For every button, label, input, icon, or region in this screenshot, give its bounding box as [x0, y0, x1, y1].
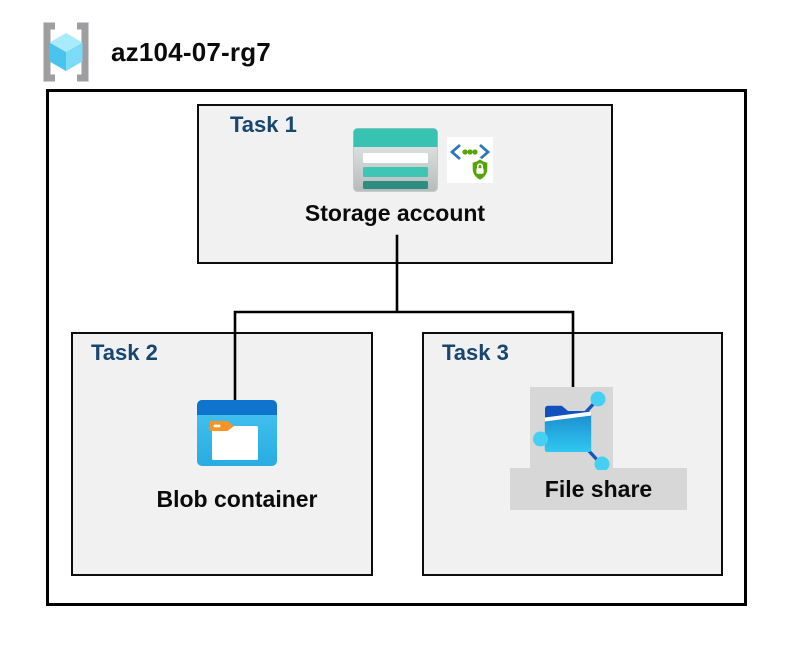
task-2-box: Task 2 Blob container — [71, 332, 373, 576]
storage-account-icon — [353, 128, 438, 192]
task-1-box: Task 1 — [197, 104, 613, 264]
file-share-label: File share — [510, 468, 687, 510]
sas-security-icon — [447, 137, 493, 183]
task-2-label: Task 2 — [91, 340, 158, 365]
blob-container-icon — [197, 400, 277, 466]
storage-account-label: Storage account — [304, 200, 486, 226]
file-share-icon — [530, 387, 613, 472]
blob-container-label: Blob container — [156, 486, 318, 512]
task-1-label: Task 1 — [230, 112, 297, 137]
resource-group-title: az104-07-rg7 — [111, 37, 271, 67]
task-3-label: Task 3 — [442, 340, 509, 365]
task-3-box: Task 3 File share — [422, 332, 723, 576]
resource-group-icon — [37, 21, 95, 83]
